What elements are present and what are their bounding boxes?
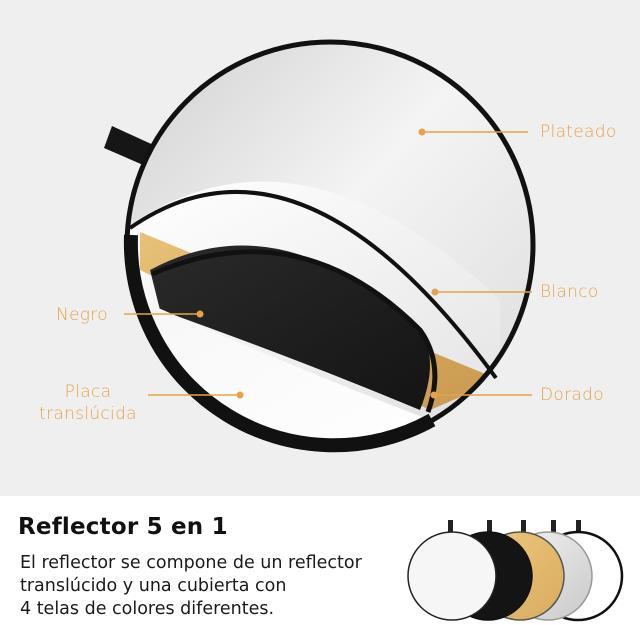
reflector-illustration xyxy=(104,39,536,453)
disc-translucent-icon xyxy=(407,531,497,621)
description-line: translúcido y una cubierta con xyxy=(20,576,287,596)
label-silver: Plateado xyxy=(540,122,617,142)
product-title: Reflector 5 en 1 xyxy=(18,514,228,540)
label-translucent-line1: Placa xyxy=(64,382,112,402)
label-black: Negro xyxy=(56,305,108,325)
description-line: 4 telas de colores diferentes. xyxy=(20,599,275,619)
label-white: Blanco xyxy=(540,282,599,302)
product-illustration-area: Plateado Blanco Dorado Negro Placa trans… xyxy=(0,0,640,496)
description-line: El reflector se compone de un reflector xyxy=(20,553,362,573)
five-discs-thumbnail xyxy=(407,520,624,622)
label-translucent-line2: translúcida xyxy=(39,404,137,424)
label-gold: Dorado xyxy=(540,385,604,405)
product-description: El reflector se compone de un reflector … xyxy=(20,552,410,621)
product-info: Reflector 5 en 1 El reflector se compone… xyxy=(0,496,640,625)
label-translucent: Placa translúcida xyxy=(30,381,146,425)
